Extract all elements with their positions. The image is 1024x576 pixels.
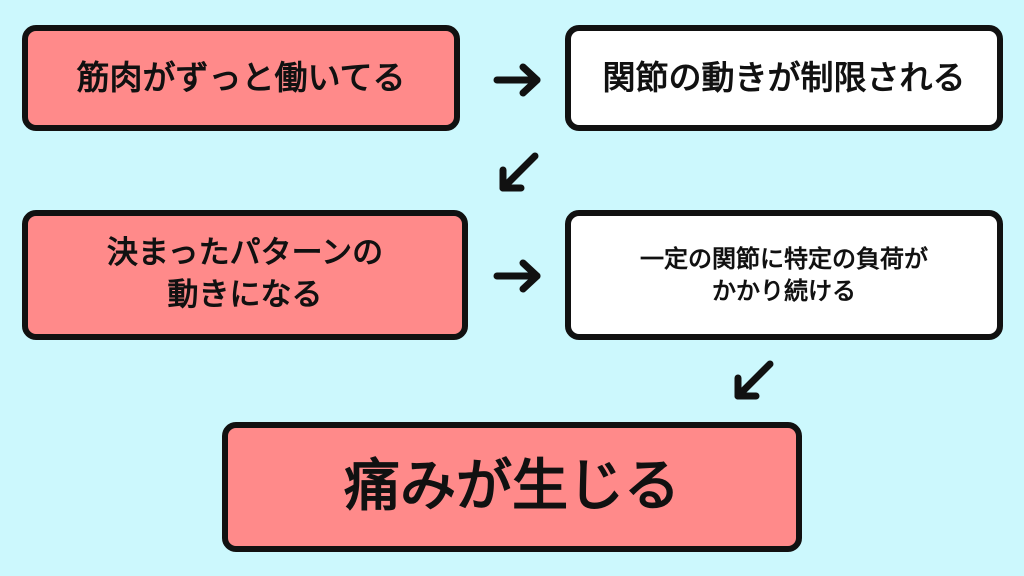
arrow-right-icon — [493, 63, 541, 97]
step3-text-line2: 動きになる — [167, 277, 323, 313]
step2-box: 関節の動きが制限される — [565, 25, 1003, 131]
arrow-down-left-icon — [499, 152, 539, 192]
step2-text: 関節の動きが制限される — [602, 57, 966, 97]
step4-text-line2: かかり続ける — [712, 277, 856, 305]
step4-box: 一定の関節に特定の負荷が かかり続ける — [565, 210, 1003, 340]
step3-text-line1: 決まったパターンの — [106, 235, 384, 272]
arrow-right-icon — [493, 259, 541, 293]
arrow-down-left-icon — [734, 360, 774, 400]
step3-box: 決まったパターンの 動きになる — [22, 210, 468, 340]
step5-text: 痛みが生じる — [344, 454, 680, 520]
step5-box: 痛みが生じる — [222, 422, 802, 552]
step1-box: 筋肉がずっと働いてる — [22, 25, 460, 131]
step4-text-line1: 一定の関節に特定の負荷が — [640, 244, 928, 273]
step1-text: 筋肉がずっと働いてる — [76, 57, 406, 97]
